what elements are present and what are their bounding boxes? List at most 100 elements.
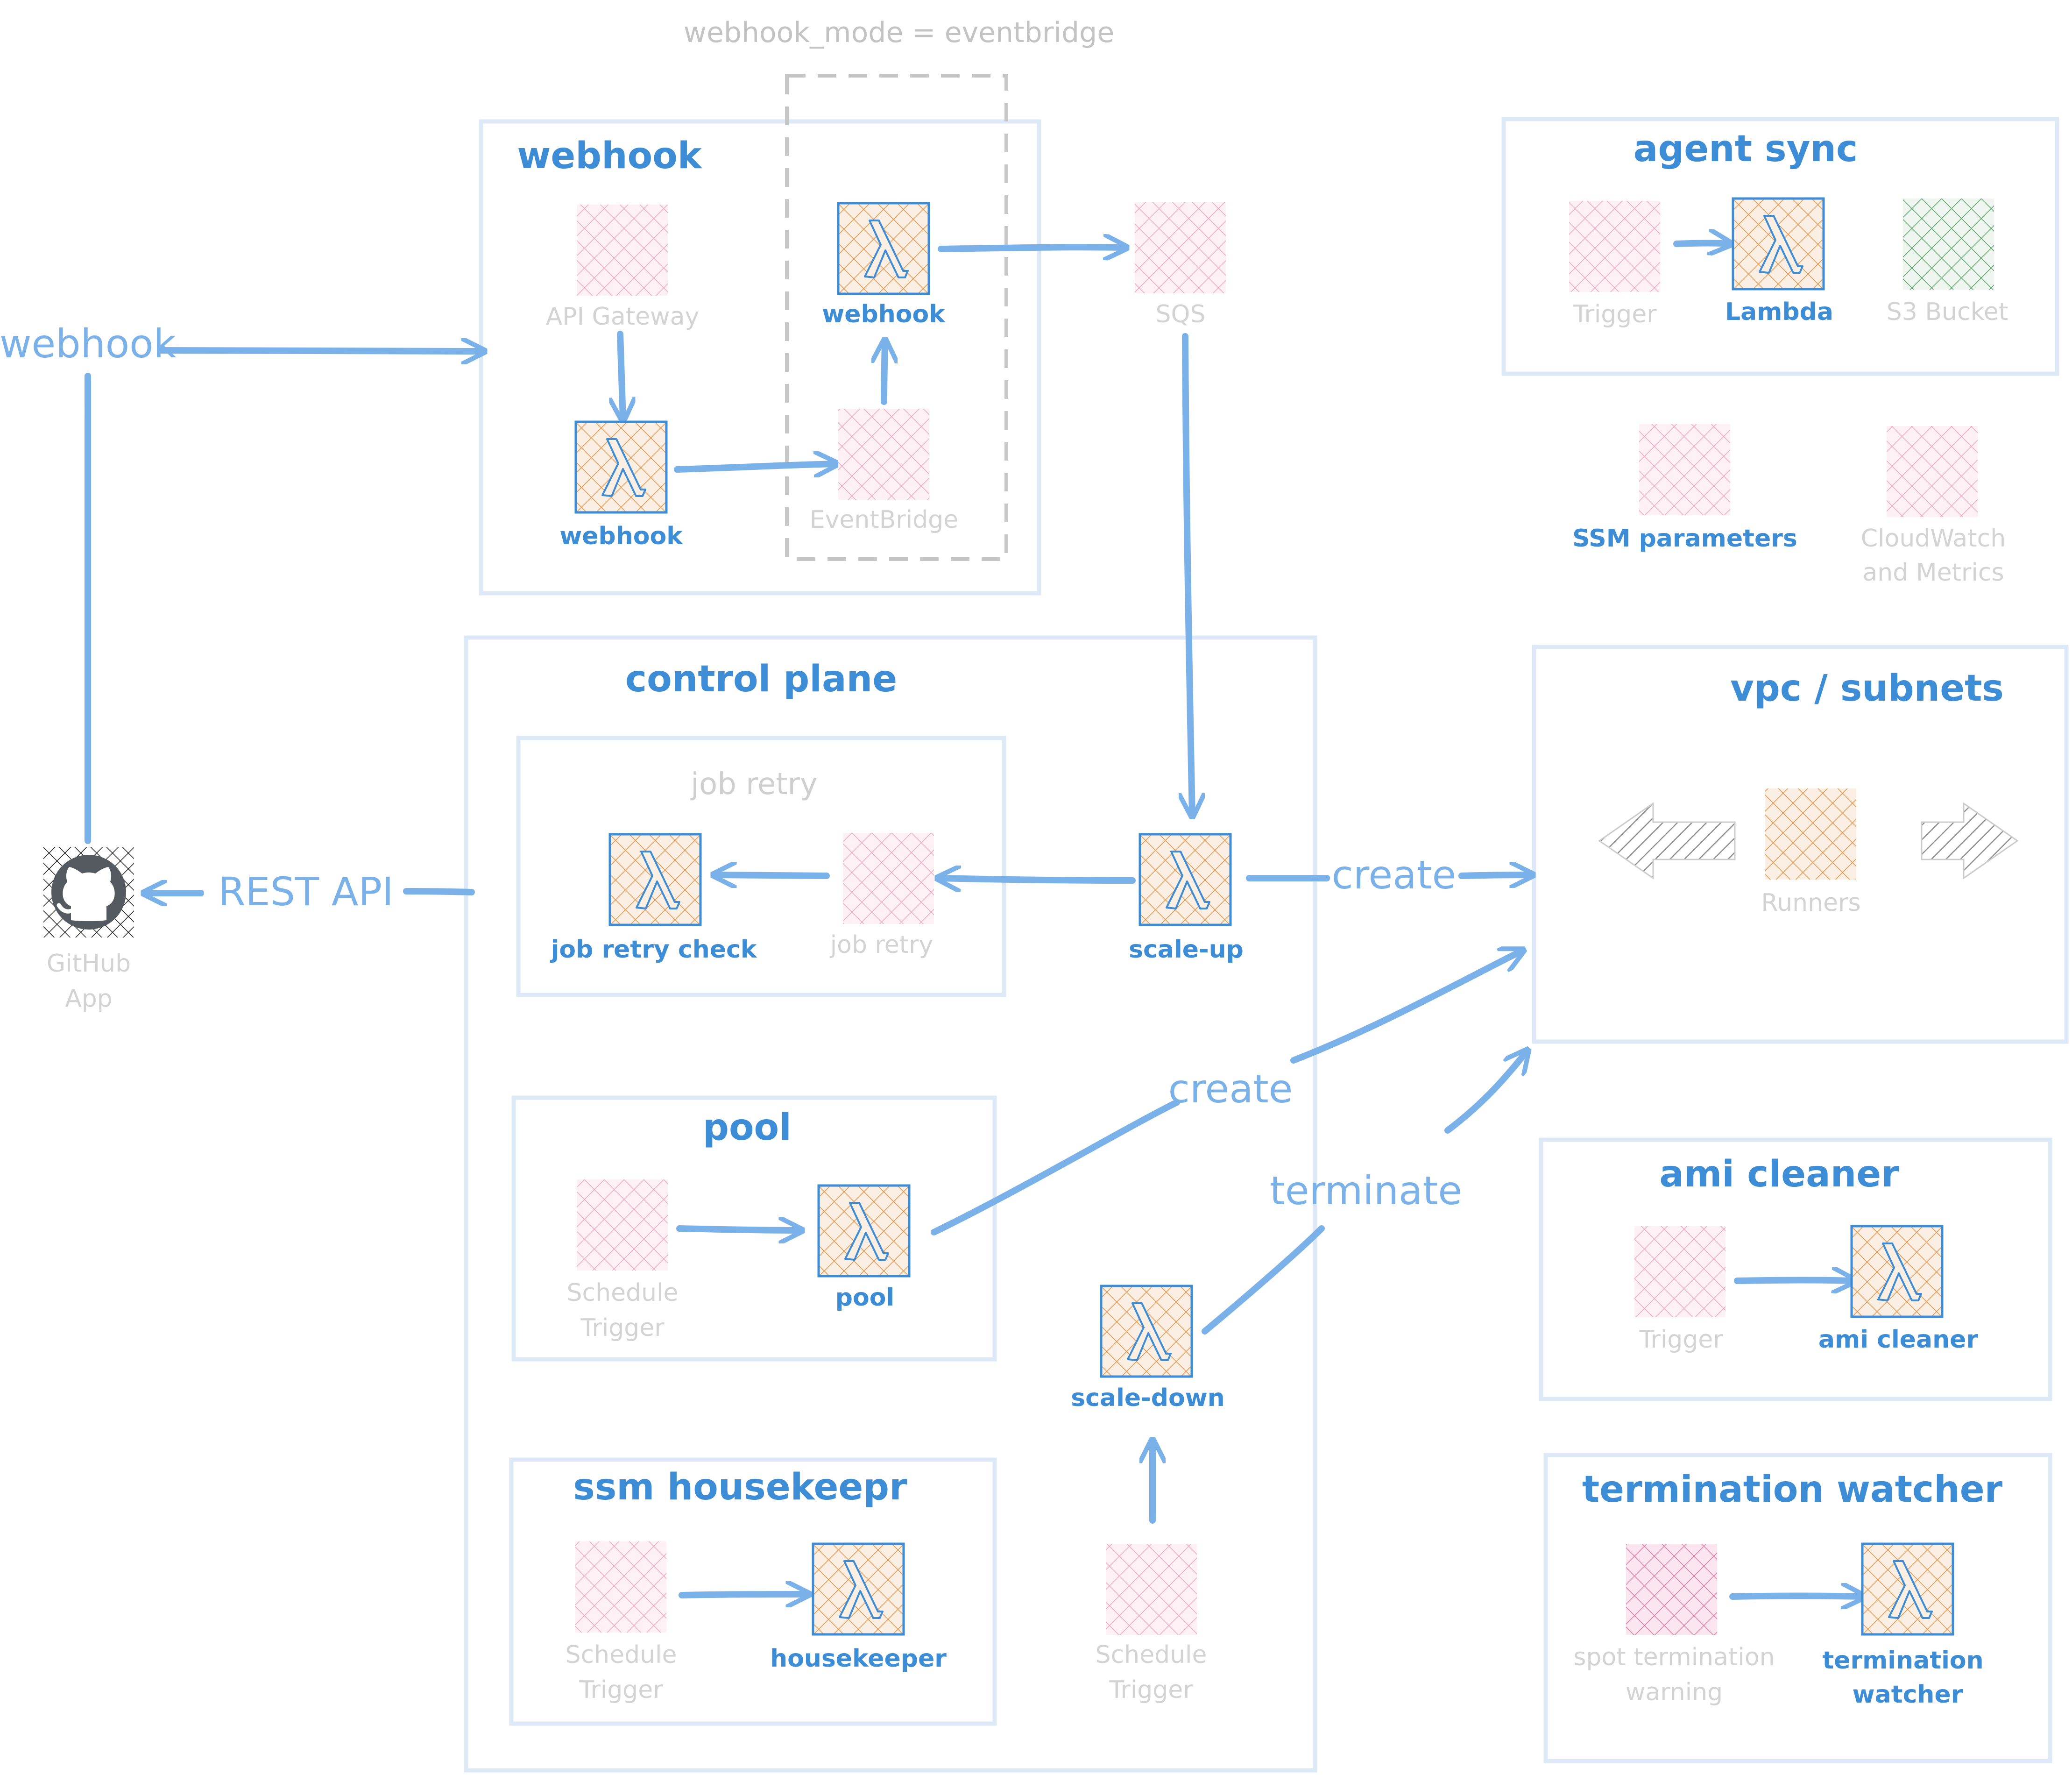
housekeeper-lambda-icon — [812, 1542, 905, 1636]
arrow-sqs-to-scale-up — [1185, 333, 1192, 815]
housekeeper-trigger-label-line1: Schedule — [566, 1641, 677, 1669]
arrow-rest-api-to-github — [145, 891, 475, 893]
agent-sync-trigger-label: Trigger — [1572, 300, 1657, 328]
arrow-spot-warning-to-watcher — [1729, 1596, 1863, 1597]
agent-sync-trigger-icon — [1569, 201, 1660, 292]
vpc-title: vpc / subnets — [1730, 667, 2004, 710]
arrow-scale-up-create-to-vpc — [1246, 875, 1532, 878]
ssm-parameters-label: SSM parameters — [1572, 525, 1797, 553]
pool-group-frame — [511, 1095, 997, 1362]
cloudwatch-icon — [1887, 426, 1978, 517]
webhook-external-label: webhook — [0, 321, 177, 367]
agent-sync-lambda-icon — [1732, 197, 1825, 291]
webhook-group-title: webhook — [517, 135, 702, 177]
job-retry-queue-icon — [843, 833, 934, 924]
job-retry-title: job retry — [690, 767, 817, 802]
spot-termination-warning-icon — [1626, 1544, 1717, 1635]
termination-watcher-label-line2: watcher — [1853, 1681, 1963, 1709]
api-gateway-icon — [577, 205, 668, 296]
arrow-job-retry-queue-to-check — [714, 875, 830, 876]
webhook-mode-dashed-frame — [785, 74, 1008, 561]
agent-sync-lambda-label: Lambda — [1725, 298, 1833, 326]
scale-up-lambda-icon — [1139, 833, 1232, 926]
arrow-pool-trigger-to-pool — [676, 1228, 801, 1230]
pool-trigger-label-line1: Schedule — [567, 1279, 679, 1307]
github-app-label-line2: App — [65, 985, 113, 1013]
webhook-dispatcher-lambda-icon — [837, 202, 930, 295]
create-edge-label-pool: create — [1168, 1066, 1293, 1112]
left-direction-arrow-icon — [1598, 802, 1736, 880]
termination-watcher-label-line1: termination — [1822, 1647, 1983, 1675]
s3-bucket-icon — [1903, 199, 1994, 290]
control-plane-title: control plane — [625, 658, 897, 700]
ssm-parameters-icon — [1639, 424, 1730, 515]
scale-down-trigger-label-line2: Trigger — [1109, 1676, 1193, 1704]
line-webhook-to-github — [84, 373, 91, 844]
arrow-dispatcher-to-sqs — [938, 247, 1125, 249]
github-app-label-line1: GitHub — [47, 950, 131, 978]
arrow-scale-up-to-job-retry-queue — [939, 878, 1136, 880]
spot-termination-label-line1: spot termination — [1573, 1643, 1775, 1671]
pool-trigger-label-line2: Trigger — [580, 1314, 665, 1342]
ami-cleaner-lambda-label: ami cleaner — [1818, 1326, 1978, 1354]
cloudwatch-label-line1: CloudWatch — [1861, 525, 2006, 553]
arrow-scale-down-terminate-to-vpc — [1202, 1051, 1527, 1335]
eventbridge-label: EventBridge — [810, 506, 958, 534]
termination-watcher-title: termination watcher — [1582, 1469, 2003, 1511]
housekeeper-lambda-label: housekeeper — [770, 1645, 947, 1673]
job-retry-check-label: job retry check — [550, 936, 757, 964]
scale-down-label: scale-down — [1071, 1384, 1225, 1412]
create-edge-label-top: create — [1332, 852, 1457, 898]
arrow-housekeeper-trigger-to-housekeeper — [679, 1594, 808, 1595]
housekeeper-schedule-trigger-icon — [575, 1541, 666, 1633]
vpc-group-frame — [1532, 645, 2069, 1044]
terminate-edge-label: terminate — [1270, 1168, 1462, 1214]
pool-schedule-trigger-icon — [577, 1179, 668, 1271]
arrow-webhook-lambda-to-eventbridge — [674, 464, 836, 469]
arrow-webhook-to-webhook-group — [158, 350, 483, 351]
arrow-ami-trigger-to-ami-cleaner — [1734, 1280, 1854, 1281]
job-retry-check-lambda-icon — [608, 833, 702, 926]
termination-watcher-lambda-icon — [1861, 1542, 1954, 1636]
s3-bucket-label: S3 Bucket — [1887, 298, 2008, 326]
ami-cleaner-group-frame — [1539, 1137, 2052, 1401]
scale-down-trigger-label-line1: Schedule — [1096, 1641, 1207, 1669]
ami-cleaner-trigger-label: Trigger — [1639, 1326, 1723, 1354]
eventbridge-icon — [838, 409, 929, 500]
ssm-housekeeper-title: ssm housekeepr — [573, 1466, 907, 1508]
runners-label: Runners — [1761, 889, 1860, 917]
arrow-api-gateway-to-webhook-lambda — [620, 331, 623, 419]
rest-api-edge-label: REST API — [218, 869, 394, 915]
ssm-housekeeper-group-frame — [509, 1457, 997, 1726]
webhook-lambda-label: webhook — [559, 522, 683, 550]
webhook-mode-label: webhook_mode = eventbridge — [684, 16, 1114, 49]
spot-termination-label-line2: warning — [1626, 1678, 1723, 1706]
control-plane-group-frame — [464, 635, 1317, 1773]
ami-cleaner-title: ami cleaner — [1659, 1153, 1899, 1195]
housekeeper-trigger-label-line2: Trigger — [579, 1676, 663, 1704]
job-retry-queue-label: job retry — [830, 931, 933, 959]
pool-title: pool — [703, 1107, 792, 1149]
ami-cleaner-trigger-icon — [1634, 1226, 1725, 1317]
arrow-agent-sync-trigger-to-lambda — [1673, 243, 1730, 244]
arrow-pool-create-to-vpc — [931, 951, 1522, 1235]
scale-down-schedule-trigger-icon — [1106, 1544, 1197, 1635]
job-retry-group-frame — [516, 736, 1006, 997]
agent-sync-group-frame — [1501, 117, 2059, 376]
right-direction-arrow-icon — [1921, 802, 2019, 880]
termination-watcher-group-frame — [1543, 1453, 2052, 1763]
pool-lambda-label: pool — [835, 1284, 895, 1312]
arrow-eventbridge-to-dispatcher — [884, 341, 885, 405]
cloudwatch-label-line2: and Metrics — [1862, 559, 2004, 587]
agent-sync-title: agent sync — [1634, 128, 1858, 170]
github-app-icon — [43, 847, 134, 937]
webhook-lambda-icon — [574, 420, 668, 514]
scale-down-lambda-icon — [1100, 1285, 1193, 1378]
ami-cleaner-lambda-icon — [1850, 1225, 1944, 1318]
pool-lambda-icon — [817, 1184, 911, 1278]
runners-icon — [1765, 788, 1856, 880]
sqs-label: SQS — [1156, 300, 1206, 328]
webhook-dispatcher-label: webhook — [822, 300, 946, 328]
scale-up-label: scale-up — [1129, 936, 1244, 964]
sqs-icon — [1135, 202, 1226, 293]
